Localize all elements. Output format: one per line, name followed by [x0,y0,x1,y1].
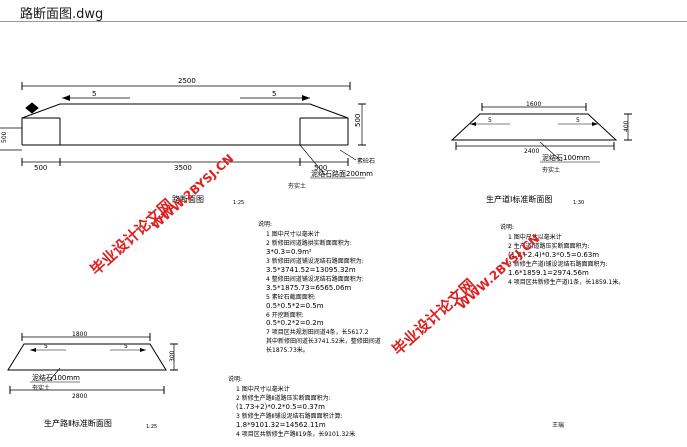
notes-main-heading: 说明: [258,220,272,228]
road2-label-gravel: 泥结石100mm [32,373,80,382]
watermark-group: 毕业设计论文网 WWW.2BYSJ.CN 毕业设计论文网 WWW.2BYSJ.C… [87,151,543,359]
road1-scale: 1:30 [573,200,584,206]
road1-label-gravel: 泥结石100mm [542,153,590,162]
notes-road1-line: 1 图中尺寸以毫米计 [508,233,562,241]
road1-height: 400 [623,120,630,132]
road-slope-right: 5 [272,90,276,98]
road2-label-soil: 夯实土 [32,384,50,392]
road-total-width: 3500 [174,164,192,172]
production-road-2-drawing: 1800 5 5 2800 300 泥结石100mm 夯实土 生产路Ⅱ标准断面图… [7,331,178,430]
road2-scale: 1:25 [146,424,157,430]
notes-road1-line: 2 生产道Ⅰ道路压实断面面积为: [508,242,590,250]
notes-main-line: 3.5*1875.73=6565.06m [266,284,351,292]
road-label-soil: 夯实土 [288,182,306,190]
road-label-curb: 素砼石 [357,157,375,165]
notes-road2-line: 2 新修生产路Ⅱ道路压实断面面积为: [236,394,331,402]
road2-slope-right: 5 [124,343,128,350]
notes-road2-line: 3 新修生产路Ⅱ铺设泥结石路面面积计算: [236,412,343,420]
production-road-1-drawing: 1600 5 5 2400 400 泥结石100mm 夯实土 生产道Ⅰ标准断面图… [450,101,632,206]
title-divider [0,21,687,22]
notes-road1-line: 1.6*1859.1=2974.56m [508,269,589,277]
road-slope-left: 5 [92,90,96,98]
notes-main-line: 1 图中尺寸以毫米计 [266,230,320,238]
road2-bottom-width: 2800 [72,393,87,400]
road2-height: 300 [169,350,176,362]
road2-slope-left: 5 [44,343,48,350]
road-height: 500 [354,114,362,127]
notes-main-line: 5 素砼石截面面积: [266,293,316,301]
notes-main-line: 其中新修田间道长3741.52米，整修田间道 [266,337,381,345]
notes-main-line: 3*0.3=0.9m² [266,248,312,256]
notes-road2-line: 1.8*9101.32=14562.11m [236,421,326,429]
road1-label-soil: 夯实土 [542,166,560,174]
road-top-width: 2500 [178,77,196,85]
window-title-bar: 路断面图.dwg [0,0,687,22]
watermark-url: WWW.2BYSJ.CN [149,151,237,232]
road2-top-width: 1800 [72,331,87,338]
notes-road2: 说明: 1 图中尺寸以毫米计 2 新修生产路Ⅱ道路压实断面面积为: (1.73+… [228,375,564,438]
notes-main-line: 6 开挖断面积: [266,311,304,319]
road-label-gravel: 泥结石路面200mm [311,169,373,178]
watermark-cn: 毕业设计论文网 [389,275,479,359]
notes-road2-heading: 说明: [228,375,242,383]
notes-road2-line: 4 项目区共新修生产路Ⅱ19条，长9101.32米 [236,430,355,438]
road1-slope-left: 5 [488,117,492,124]
road1-slope-right: 5 [576,117,580,124]
notes-main: 说明: 1 图中尺寸以毫米计 2 新修田间道路拱实断面面积为: 3*0.3=0.… [258,220,381,354]
window-title: 路断面图.dwg [20,7,104,22]
road-side-left: 500 [34,164,47,172]
notes-main-line: 4 整修田间道铺设泥结石路面面积为: [266,275,364,283]
notes-main-line: 0.5*0.5*2=0.5m [266,302,324,310]
road-caption: 路断面图 [172,194,204,204]
notes-road2-line: 1 图中尺寸以毫米计 [236,385,290,393]
notes-main-line: 长1875.73米。 [266,346,309,354]
notes-main-line: 0.5*0.2*2=0.2m [266,319,324,327]
road-section-drawing: 2500 5 5 500 500 [0,77,375,206]
road1-top-width: 1600 [526,101,541,108]
notes-road1: 说明: 1 图中尺寸以毫米计 2 生产道Ⅰ道路压实断面面积为: (1.8+2.4… [500,223,624,286]
signature: 王瑞 [552,421,564,429]
notes-road1-line: (1.8+2.4)*0.3*0.5=0.63m [508,251,599,259]
road1-bottom-width: 2400 [524,148,539,155]
road-scale: 1:25 [233,200,244,206]
notes-road1-line: 3 新修生产道Ⅰ铺设泥结石路面面积为: [508,260,608,268]
road-side-right: 500 [314,164,327,172]
notes-main-line: 2 新修田间道路拱实断面面积为: [266,239,352,247]
road-side-marker: 500 [1,131,8,143]
notes-main-line: 3 新修田间道铺设泥结石路面面积为: [266,257,364,265]
road2-caption: 生产路Ⅱ标准断面图 [44,418,112,428]
notes-road1-line: 4 项目区共新修生产道Ⅰ1条，长1859.1米。 [508,278,624,286]
road1-caption: 生产道Ⅰ标准断面图 [486,194,552,204]
notes-road1-heading: 说明: [500,223,514,231]
notes-main-line: 7 项目区共规划田间道4条，长5617.2 [266,328,369,336]
notes-road2-line: (1.73+2)*0.2*0.5=0.37m [236,403,325,411]
notes-main-line: 3.5*3741.52=13095.32m [266,266,356,274]
